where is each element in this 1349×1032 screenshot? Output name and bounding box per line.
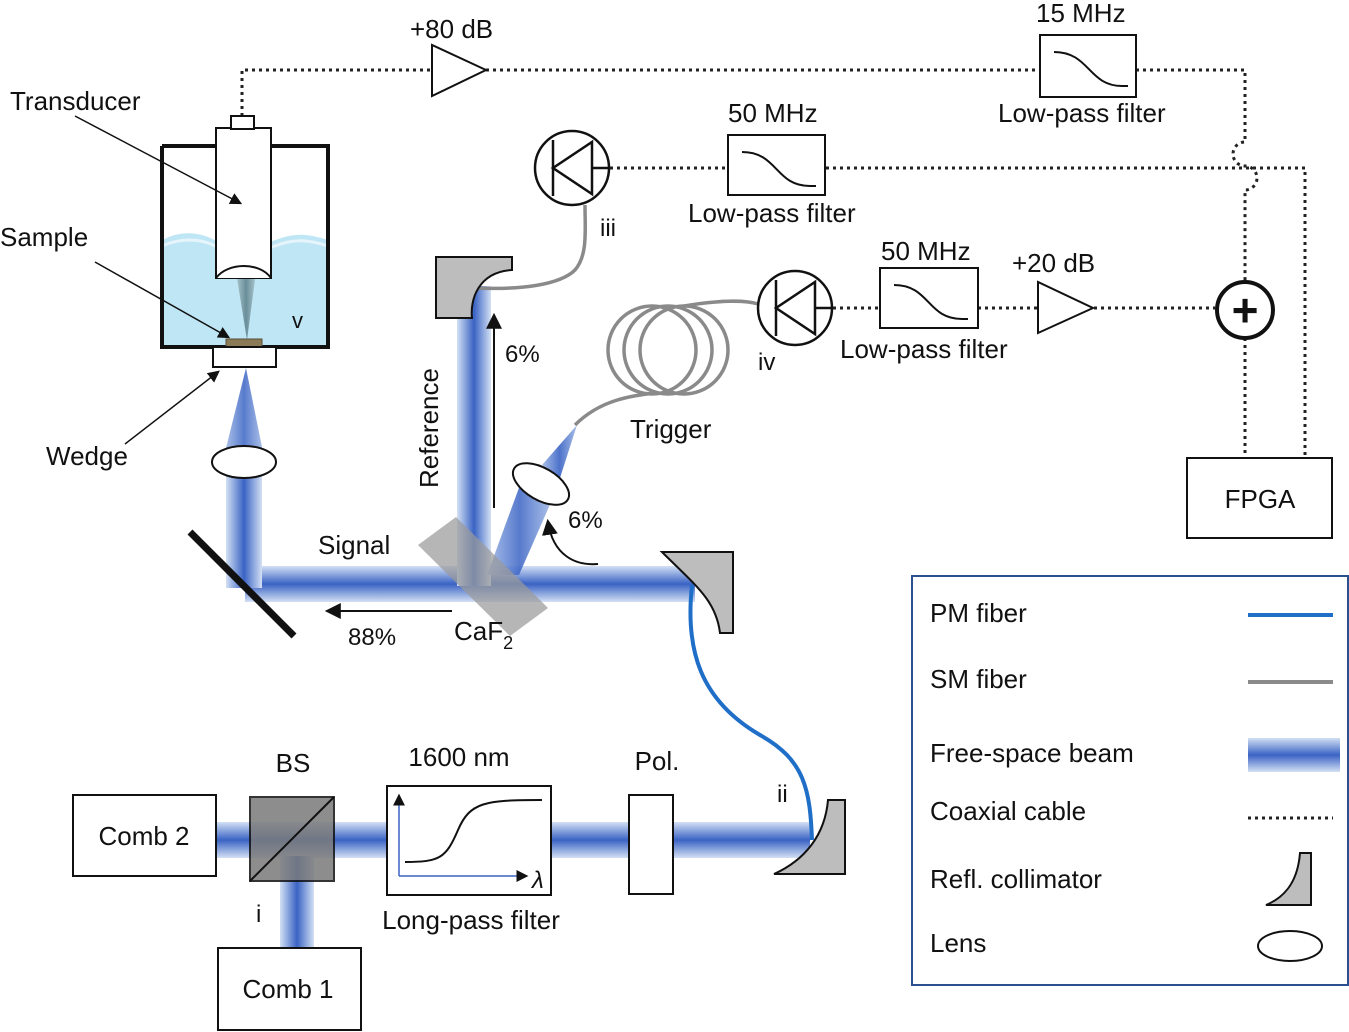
steering-mirror: [187, 529, 297, 639]
lens-icon: [1257, 930, 1323, 962]
ultrasound-focus-cone: [236, 272, 256, 340]
arrow-trigger: [542, 518, 599, 566]
caf2-beam-splitter: [418, 517, 548, 636]
pointer-arrows: [74, 115, 243, 445]
label-lpf50b-freq: 50 MHz: [881, 236, 971, 266]
transducer-connector: [230, 115, 255, 130]
tank-label-v: v: [292, 308, 303, 333]
label-comb1: Comb 1: [242, 974, 333, 1004]
label-pct-signal: 88%: [348, 624, 396, 651]
label-sample: Sample: [0, 222, 88, 252]
label-comb2: Comb 2: [98, 821, 189, 851]
amplifier-20db: [1037, 280, 1096, 335]
label-det-iii: iii: [600, 215, 616, 242]
svg-text:Refl. collimator: Refl. collimator: [930, 864, 1102, 894]
label-det-iv: iv: [758, 349, 775, 376]
beam-trigger-cone: [542, 425, 577, 478]
sample: [225, 338, 263, 348]
long-pass-filter: λ: [386, 785, 552, 896]
svg-text:PM fiber: PM fiber: [930, 598, 1027, 628]
transducer-face: [215, 265, 272, 279]
coaxial-cables: [240, 68, 1307, 458]
comb1-box: [217, 947, 362, 1031]
beam-to-sample: [226, 470, 262, 588]
svg-text:SM fiber: SM fiber: [930, 664, 1027, 694]
label-lpf50a-freq: 50 MHz: [728, 98, 818, 128]
lpf-50mhz-a: [727, 134, 826, 196]
label-lpf50a-name: Low-pass filter: [688, 198, 856, 228]
photodetector-iv: [756, 269, 834, 347]
sum-symbol: +: [1232, 284, 1259, 336]
label-reference: Reference: [414, 368, 444, 488]
svg-text:Lens: Lens: [930, 928, 986, 958]
legend-item-sm-fiber: SM fiber: [930, 664, 1333, 694]
legend-item-lens: Lens: [930, 928, 1323, 962]
tank-wall: [160, 144, 330, 349]
label-amp80: +80 dB: [410, 14, 493, 44]
label-lambda: λ: [530, 867, 544, 894]
label-wedge: Wedge: [46, 441, 128, 471]
label-port-i: i: [256, 901, 261, 928]
svg-text:Free-space beam: Free-space beam: [930, 738, 1134, 768]
legend-item-coaxial-cable: Coaxial cable: [930, 796, 1333, 826]
label-pct-trigger: 6%: [568, 507, 603, 534]
collimator-reference: [435, 256, 513, 319]
label-pct-reference: 6%: [505, 341, 540, 368]
label-lp-wavelength: 1600 nm: [408, 742, 509, 772]
polarizer: [628, 794, 674, 895]
photodetector-iii: [533, 129, 611, 207]
legend-frame: [911, 575, 1349, 986]
svg-text:Coaxial cable: Coaxial cable: [930, 796, 1086, 826]
label-signal: Signal: [318, 530, 390, 560]
legend: PM fiber SM fiber Free-space beam Coaxia…: [911, 575, 1349, 986]
beam-trigger-diagonal: [487, 485, 552, 575]
fiber-spool-1: [606, 304, 698, 396]
legend-item-pm-fiber: PM fiber: [930, 598, 1333, 628]
collimator-signal: [659, 551, 734, 634]
label-port-ii: ii: [777, 781, 788, 808]
sm-fiber-trigger-out: [683, 299, 759, 308]
lens-trigger: [511, 462, 571, 506]
sm-fiber-reference: [475, 204, 588, 291]
fiber-spool-2: [622, 304, 714, 396]
label-lpf50b-name: Low-pass filter: [840, 334, 1008, 364]
label-fpga: FPGA: [1225, 484, 1296, 514]
label-lp-name: Long-pass filter: [382, 905, 560, 935]
summing-junction: [1215, 280, 1275, 340]
fpga-box: [1186, 457, 1333, 539]
wedge: [212, 346, 277, 368]
legend-item-free-space-beam: Free-space beam: [930, 738, 1340, 772]
comb2-box: [72, 794, 217, 877]
label-trigger: Trigger: [630, 414, 712, 444]
label-lpf15-freq: 15 MHz: [1036, 0, 1126, 28]
label-caf2: CaF2: [454, 616, 513, 653]
label-lpf15-name: Low-pass filter: [998, 98, 1166, 128]
pm-fiber-ii: [688, 584, 814, 841]
label-bs: BS: [276, 748, 311, 778]
beam-focus-cone: [225, 368, 263, 452]
lens-focus: [211, 445, 277, 479]
water-tank: v: [160, 115, 330, 368]
transducer-body: [215, 127, 272, 279]
label-amp20: +20 dB: [1012, 248, 1095, 278]
label-transducer: Transducer: [10, 86, 141, 116]
lpf-50mhz-b: [879, 267, 979, 329]
collimator-ii: [773, 799, 846, 875]
sm-fibers: [475, 204, 759, 427]
amplifier-80db: [431, 43, 489, 98]
legend-item-refl-collimator: Refl. collimator: [930, 852, 1312, 906]
reflective-collimator-icon: [1265, 852, 1312, 906]
label-pol: Pol.: [635, 746, 680, 776]
lpf-15mhz: [1039, 34, 1137, 98]
